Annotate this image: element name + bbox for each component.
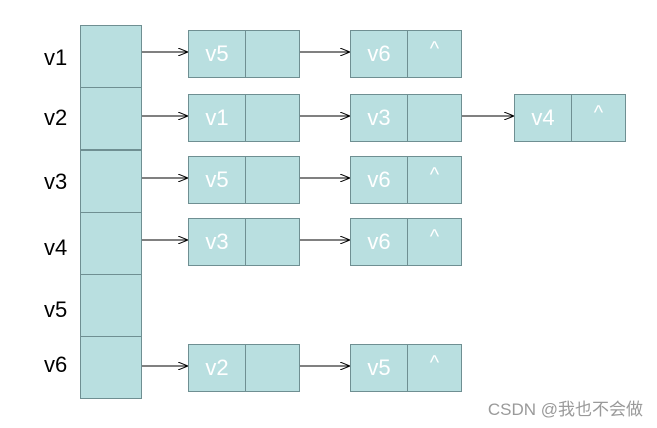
list-node-v4: v4^ bbox=[514, 94, 626, 142]
head-cell-v4 bbox=[80, 212, 142, 275]
list-node-v5: v5^ bbox=[350, 344, 462, 392]
node-next-field: ^ bbox=[407, 30, 462, 78]
node-data-field: v1 bbox=[188, 94, 246, 142]
node-next-field bbox=[245, 94, 300, 142]
node-next-field: ^ bbox=[407, 218, 462, 266]
list-node-v3: v3 bbox=[188, 218, 300, 266]
list-node-v6: v6^ bbox=[350, 156, 462, 204]
head-cell-v2 bbox=[80, 87, 142, 150]
node-data-field: v5 bbox=[188, 156, 246, 204]
head-cell-v3 bbox=[80, 150, 142, 213]
vertex-label-v4: v4 bbox=[44, 235, 68, 260]
node-next-field bbox=[407, 94, 462, 142]
watermark: CSDN @我也不会做 bbox=[487, 400, 643, 419]
node-data-field: v2 bbox=[188, 344, 246, 392]
vertex-label-v1: v1 bbox=[44, 45, 68, 70]
node-next-field bbox=[245, 156, 300, 204]
node-data-field: v6 bbox=[350, 218, 408, 266]
list-node-v6: v6^ bbox=[350, 218, 462, 266]
node-next-field: ^ bbox=[407, 344, 462, 392]
vertex-label-v6: v6 bbox=[44, 352, 68, 377]
list-node-v1: v1 bbox=[188, 94, 300, 142]
head-cell-v5 bbox=[80, 274, 142, 337]
node-next-field: ^ bbox=[571, 94, 626, 142]
head-cell-v1 bbox=[80, 25, 142, 88]
list-node-v6: v6^ bbox=[350, 30, 462, 78]
node-next-field bbox=[245, 344, 300, 392]
node-next-field: ^ bbox=[407, 156, 462, 204]
vertex-label-v2: v2 bbox=[44, 105, 68, 130]
node-next-field bbox=[245, 30, 300, 78]
list-node-v3: v3 bbox=[350, 94, 462, 142]
node-data-field: v3 bbox=[350, 94, 408, 142]
node-data-field: v3 bbox=[188, 218, 246, 266]
node-data-field: v6 bbox=[350, 156, 408, 204]
node-data-field: v5 bbox=[350, 344, 408, 392]
vertex-label-v5: v5 bbox=[44, 297, 68, 322]
list-node-v5: v5 bbox=[188, 30, 300, 78]
node-data-field: v4 bbox=[514, 94, 572, 142]
node-next-field bbox=[245, 218, 300, 266]
node-data-field: v5 bbox=[188, 30, 246, 78]
list-node-v5: v5 bbox=[188, 156, 300, 204]
head-cell-v6 bbox=[80, 336, 142, 399]
list-node-v2: v2 bbox=[188, 344, 300, 392]
vertex-label-v3: v3 bbox=[44, 169, 68, 194]
node-data-field: v6 bbox=[350, 30, 408, 78]
